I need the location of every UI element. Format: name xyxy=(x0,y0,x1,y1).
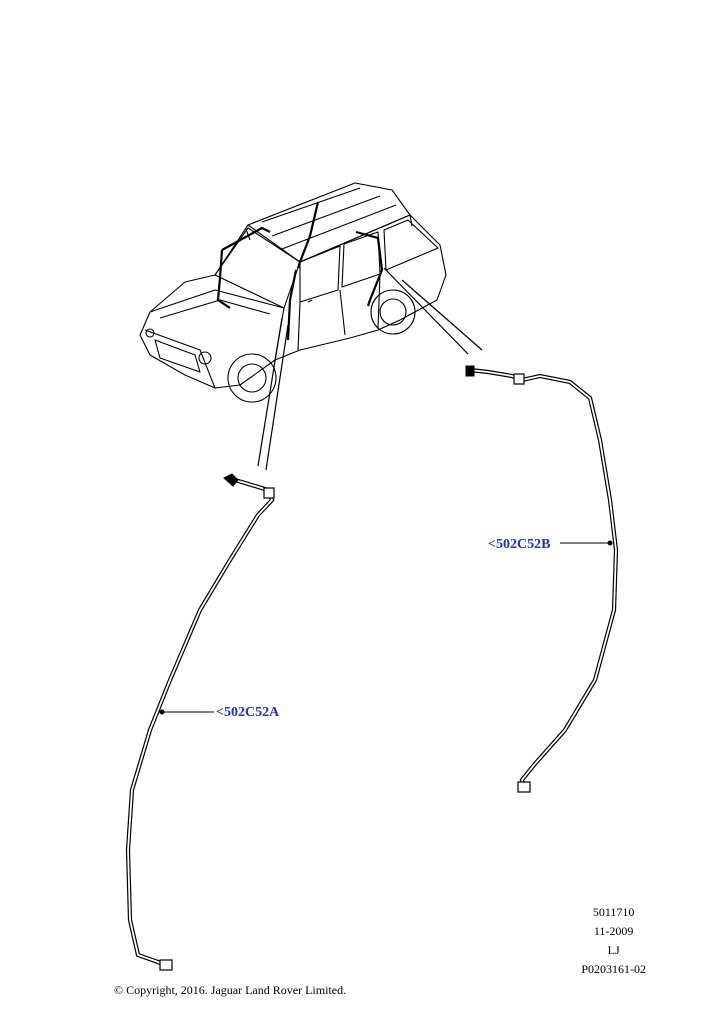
leader-lines xyxy=(257,267,483,471)
harness-502C52A[interactable] xyxy=(125,473,275,971)
callout-link-502C52A[interactable]: <502C52A xyxy=(216,705,280,720)
callout-pointers xyxy=(159,540,613,715)
part-number: 5011710 xyxy=(592,905,635,919)
callout-link-502C52B[interactable]: <502C52B xyxy=(488,537,551,552)
illustration-meta: 5011710 11-2009 LJ P0203161-02 xyxy=(581,903,646,979)
revision-date: 11-2009 xyxy=(593,924,634,938)
illustration-id: P0203161-02 xyxy=(581,962,646,976)
harness-502C52B[interactable] xyxy=(465,365,619,793)
copyright-notice: © Copyright, 2016. Jaguar Land Rover Lim… xyxy=(114,983,347,997)
vehicle-illustration xyxy=(139,182,447,403)
vehicle-wiring xyxy=(216,201,384,341)
model-code: LJ xyxy=(607,943,620,957)
